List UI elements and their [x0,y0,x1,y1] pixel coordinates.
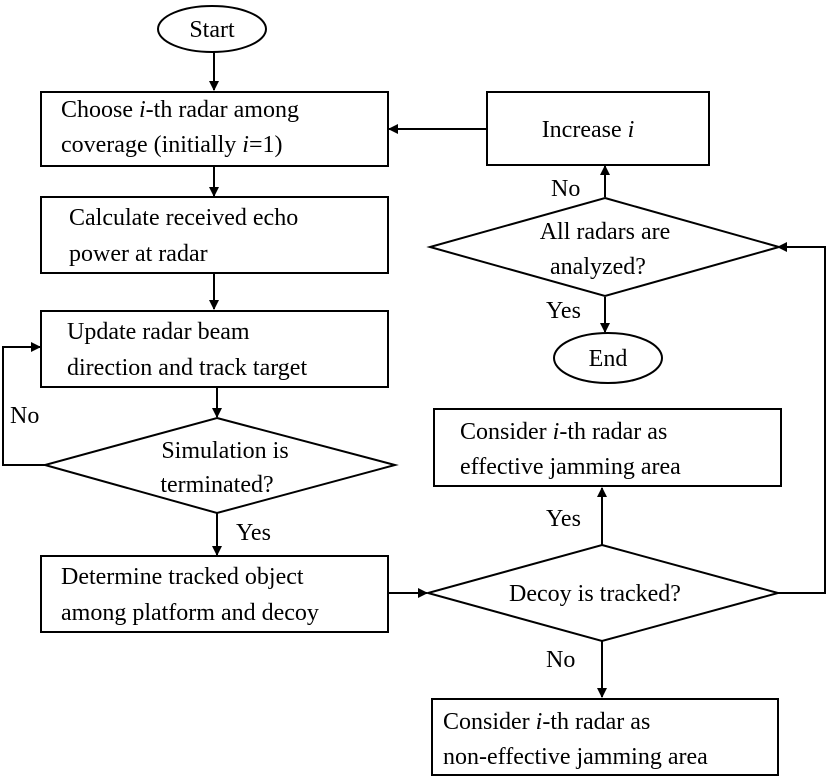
increase-label: Increase i [542,117,635,143]
effective-label-line1: Consider i-th radar as [460,419,667,445]
effective-label-line2: effective jamming area [460,454,681,480]
decoy-yes-label: Yes [546,506,581,532]
allradars-label-line1: All radars are [540,219,671,245]
allradars-decision [426,196,783,298]
sim-no-label: No [10,403,39,429]
start-terminal [157,5,267,53]
sim-label-line1: Simulation is [161,438,288,464]
connectors [2,52,826,698]
decoy-decision [424,543,782,643]
noneffective-label-line1: Consider i-th radar as [443,709,650,735]
simulation-decision [41,416,399,515]
noneffective-label-line2: non-effective jamming area [443,744,708,770]
end-label: End [589,346,628,372]
sim-yes-label: Yes [236,520,271,546]
effective-box [433,408,782,487]
choose-label-line2: coverage (initially i=1) [61,132,282,158]
determine-object-box [40,555,389,633]
determine-label-line1: Determine tracked object [61,564,304,590]
start-label: Start [189,17,235,43]
update-label-line2: direction and track target [67,355,307,381]
choose-radar-box [40,91,389,167]
update-label-line1: Update radar beam [67,319,250,345]
edge-decoy-to-allradars [777,242,826,594]
choose-label-line1: Choose i-th radar among [61,97,299,123]
determine-label-line2: among platform and decoy [61,600,319,626]
calc-label-line1: Calculate received echo [69,205,298,231]
sim-label-line2: terminated? [160,472,273,498]
edge-sim-no-loop [2,342,47,466]
calc-echo-box [40,196,389,274]
allradars-yes-label: Yes [546,298,581,324]
end-terminal [553,332,663,384]
calc-label-line2: power at radar [69,241,208,267]
noneffective-box [431,698,779,776]
increase-box [486,91,710,166]
allradars-label-line2: analyzed? [550,254,646,280]
decoy-label: Decoy is tracked? [509,581,681,607]
allradars-no-label: No [551,176,580,202]
decoy-no-label: No [546,647,575,673]
update-beam-box [40,310,389,388]
